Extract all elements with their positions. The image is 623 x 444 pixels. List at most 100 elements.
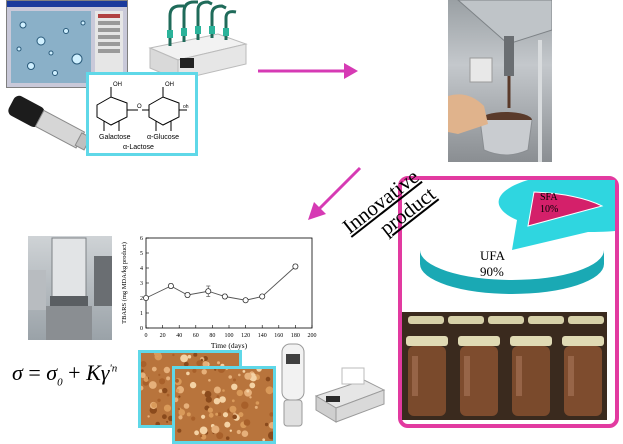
texture-particle: [186, 412, 191, 417]
x-tick-label: 140: [258, 333, 267, 339]
texture-particle: [178, 395, 181, 398]
texture-particle: [158, 373, 161, 376]
texture-particle: [201, 369, 207, 375]
texture-particle: [219, 396, 226, 403]
texture-particle: [187, 354, 192, 359]
x-tick-label: 0: [145, 333, 148, 339]
texture-particle: [201, 390, 206, 395]
texture-particle: [217, 369, 226, 373]
texture-particle: [229, 429, 232, 432]
y-tick-label: 1: [140, 311, 143, 317]
series-line: [145, 266, 296, 301]
texture-particle: [213, 386, 221, 394]
texture-particle: [162, 414, 167, 420]
texture-particle: [225, 369, 228, 371]
texture-particle: [204, 390, 212, 398]
texture-particle: [144, 376, 148, 381]
texture-particle: [141, 372, 146, 379]
glucose-label: α-Glucose: [147, 134, 179, 141]
formula-sub0: 0: [57, 376, 63, 389]
plot-frame: [145, 237, 313, 329]
texture-particle: [217, 412, 222, 416]
texture-particle: [268, 422, 273, 429]
texture-particle: [166, 420, 169, 423]
texture-particle: [178, 415, 183, 420]
texture-particle: [175, 378, 179, 383]
texture-particle: [233, 378, 236, 382]
texture-particle: [192, 369, 197, 373]
x-tick-label: 180: [291, 333, 300, 339]
texture-particle: [232, 414, 237, 420]
texture-particle: [214, 369, 217, 371]
x-tick-label: 100: [225, 333, 234, 339]
y-tick-label: 4: [140, 266, 143, 272]
texture-particle: [180, 354, 188, 363]
tank-pouring-photo: [448, 0, 552, 162]
texture-particle: [194, 430, 199, 436]
texture-particle: [217, 361, 220, 365]
y-axis-label: TBARS (mg MDA/kg product): [121, 242, 128, 324]
texture-particle: [183, 361, 189, 367]
data-point: [242, 297, 249, 304]
formula-plus: +: [68, 360, 81, 385]
texture-particle: [238, 373, 241, 377]
pie-slice-sfa: [527, 191, 604, 227]
lactose-label: α-Lactose: [123, 144, 154, 151]
texture-particle: [254, 405, 258, 409]
texture-particle: [175, 388, 180, 393]
formula-exponent: 'n: [109, 362, 118, 375]
texture-particle: [231, 399, 235, 403]
y-tick-label: 3: [140, 281, 143, 287]
digestion-instrument: [148, 0, 248, 81]
cell-image: [16, 20, 86, 76]
texture-particle: [236, 389, 243, 397]
texture-particle: [166, 393, 170, 397]
texture-particle: [264, 422, 269, 427]
refractometer: [8, 95, 92, 151]
texture-particle: [268, 431, 273, 440]
y-tick-label: 5: [140, 251, 143, 257]
texture-particle: [147, 415, 150, 418]
arrow-right: [258, 63, 358, 79]
texture-particle: [244, 372, 252, 380]
texture-particle: [228, 375, 232, 379]
texture-particle: [158, 389, 163, 393]
texture-particle: [196, 360, 203, 367]
y-tick-label: 0: [140, 326, 143, 332]
fatty-acid-pie: SFA 10% UFA 90%: [420, 180, 615, 294]
texture-particle: [153, 353, 161, 357]
data-point: [142, 295, 149, 302]
formula-gamma: γ: [100, 360, 110, 385]
texture-particle: [193, 353, 198, 357]
lactose-structure-box: OH OH O oh Galactose α-Glucose α-Lactose: [86, 72, 198, 156]
texture-particle: [222, 389, 225, 392]
texture-particle: [172, 353, 175, 357]
sfa-label: SFA: [540, 192, 558, 203]
texture-particle: [208, 412, 214, 418]
x-tick-label: 160: [274, 333, 283, 339]
texture-particle: [151, 402, 157, 408]
x-tick-label: 120: [241, 333, 250, 339]
texture-particle: [155, 421, 160, 425]
texture-particle: [255, 401, 260, 405]
x-tick-label: 20: [160, 333, 166, 339]
texture-particle: [244, 388, 252, 397]
texture-particle: [238, 412, 244, 418]
arrow-down-left: [308, 166, 362, 220]
product-frame: SFA 10% UFA 90%: [398, 176, 619, 428]
formula-sigma0: σ: [46, 360, 58, 385]
data-point: [167, 283, 174, 290]
ufa-value: 90%: [480, 264, 504, 279]
texture-particle: [224, 421, 231, 428]
y-tick-label: 6: [140, 236, 143, 242]
texture-particle: [163, 404, 172, 412]
texture-particle: [200, 434, 207, 440]
texture-particle: [231, 383, 238, 390]
ufa-label: UFA: [480, 248, 506, 263]
microstructure-image-2: [172, 366, 276, 444]
texture-particle: [215, 412, 219, 416]
texture-particle: [162, 387, 168, 394]
texture-particle: [249, 396, 252, 399]
data-printer: [314, 367, 386, 423]
